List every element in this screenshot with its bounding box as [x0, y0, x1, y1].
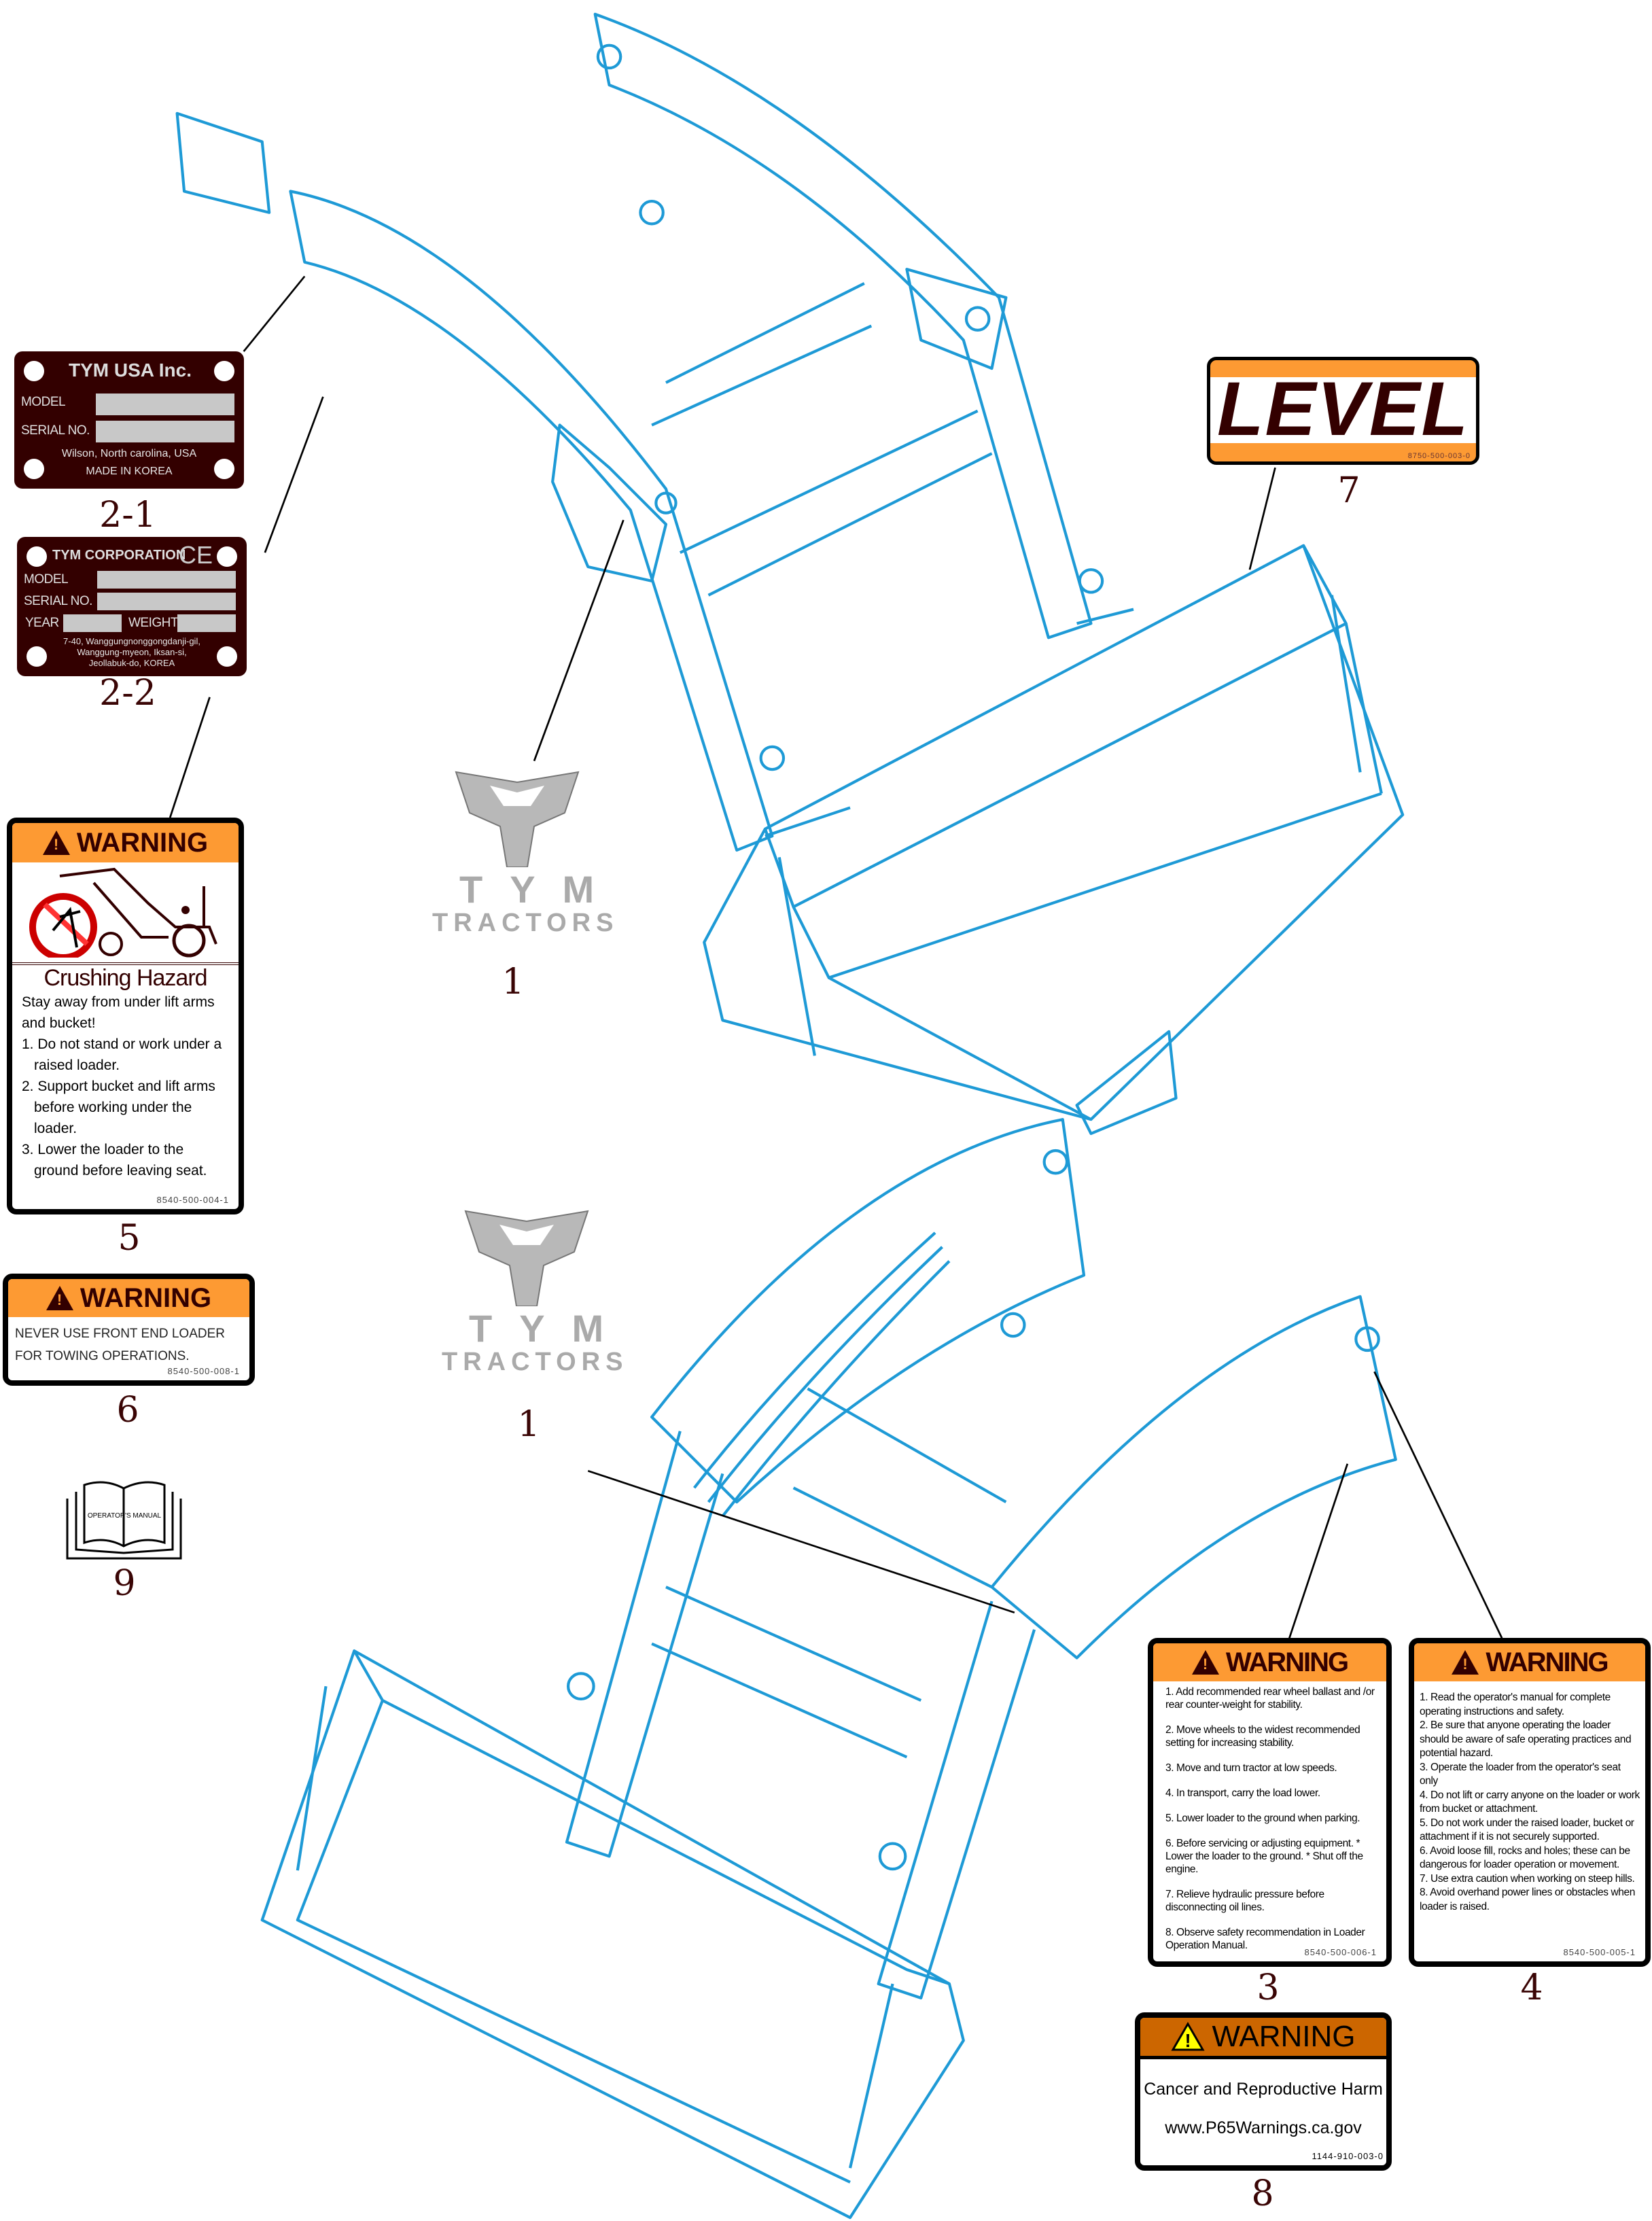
level-decal: LEVEL 8750-500-003-0: [1207, 357, 1479, 465]
warning-header: ! WARNING: [1153, 1643, 1386, 1681]
decal-line: 3. Lower the loader to the ground before…: [22, 1142, 207, 1178]
decal-line: FOR TOWING OPERATIONS.: [15, 1349, 190, 1363]
warning-item: 3. Move and turn tractor at low speeds.: [1165, 1762, 1337, 1774]
warning-triangle-icon: !: [42, 830, 70, 855]
crushing-hazard-pictogram: [29, 867, 217, 961]
warning-item: 6. Before servicing or adjusting equipme…: [1165, 1838, 1363, 1875]
weight-label: WEIGHT: [128, 616, 179, 630]
p65-warning-decal: ! WARNING Cancer and Reproductive Harm w…: [1135, 2012, 1392, 2171]
warning-triangle-icon: !: [46, 1286, 73, 1310]
warning-item: 8. Avoid overhand power lines or obstacl…: [1420, 1887, 1635, 1912]
towing-warning-decal: ! WARNING NEVER USE FRONT END LOADER FOR…: [3, 1274, 255, 1386]
bottom-loader-drawing: [260, 1030, 1397, 2220]
decal-line: 2. Support bucket and lift arms before w…: [22, 1079, 215, 1136]
warning-item: 5. Lower loader to the ground when parki…: [1165, 1813, 1360, 1824]
year-field: [63, 614, 122, 632]
serial-label: SERIAL NO.: [24, 594, 92, 608]
svg-text:!: !: [1185, 2030, 1191, 2051]
decal-line: Stay away from under lift arms and bucke…: [22, 994, 215, 1031]
decal-line: 1. Do not stand or work under a raised l…: [22, 1036, 222, 1073]
callout-2-2: 2-2: [99, 673, 156, 714]
warning-item: 1. Add recommended rear wheel ballast an…: [1165, 1686, 1375, 1711]
serial-plate-tym-usa: TYM USA Inc. MODEL SERIAL NO. Wilson, No…: [14, 351, 244, 489]
warning-item: 2. Move wheels to the widest recommended…: [1165, 1724, 1360, 1749]
callout-7: 7: [1337, 470, 1360, 511]
part-code: 8540-500-005-1: [1563, 1947, 1636, 1957]
warning-header: ! WARNING: [8, 1279, 249, 1317]
warning-item: 6. Avoid loose fill, rocks and holes; th…: [1420, 1844, 1630, 1871]
serial-plate-tym-corporation: TYM CORPORATION CE MODEL SERIAL NO. YEAR…: [17, 537, 247, 676]
level-text: LEVEL: [1217, 366, 1469, 451]
warning-triangle-icon: !: [1452, 1650, 1479, 1675]
operators-manual-icon: OPERATOR'S MANUAL: [64, 1478, 184, 1562]
plate-origin: MADE IN KOREA: [86, 466, 173, 477]
p65-line-1: Cancer and Reproductive Harm: [1144, 2080, 1383, 2099]
callout-6: 6: [116, 1390, 139, 1431]
callout-5: 5: [118, 1218, 141, 1259]
callout-3: 3: [1256, 1968, 1280, 2008]
address-line: 7-40, Wanggungnonggongdanji-gil,: [63, 636, 200, 646]
model-field: [97, 571, 236, 589]
part-code: 8540-500-006-1: [1304, 1947, 1377, 1957]
leader-lines: [169, 275, 1503, 1639]
loader-safety-warning-decal-4: ! WARNING 1. Read the operator's manual …: [1409, 1638, 1651, 1967]
warning-header: ! WARNING: [1414, 1643, 1645, 1681]
address-line: Jeollabuk-do, KOREA: [88, 658, 175, 668]
tym-emblem-icon: [464, 1210, 589, 1307]
warning-item: 4. In transport, carry the load lower.: [1165, 1787, 1320, 1799]
crushing-hazard-decal: ! WARNING Crushing Hazard Stay away from…: [7, 818, 244, 1214]
model-label: MODEL: [21, 395, 66, 409]
warning-item: 7. Relieve hydraulic pressure before dis…: [1165, 1889, 1324, 1913]
callout-2-1: 2-1: [99, 495, 156, 536]
weight-field: [177, 614, 236, 632]
serial-field: [96, 421, 234, 442]
warning-triangle-icon: !: [1171, 2022, 1206, 2051]
year-label: YEAR: [25, 616, 59, 630]
decal-title: Crushing Hazard: [43, 965, 207, 991]
plate-company: TYM CORPORATION: [52, 548, 186, 563]
serial-field: [97, 593, 236, 610]
p65-line-2: www.P65Warnings.ca.gov: [1165, 2118, 1362, 2137]
callout-1: 1: [502, 962, 525, 1002]
tym-logo-bottom: TYM TRACTORS: [442, 1204, 622, 1388]
decal-line: NEVER USE FRONT END LOADER: [15, 1327, 225, 1341]
callout-9: 9: [113, 1563, 136, 1604]
model-field: [96, 394, 234, 415]
callout-4: 4: [1520, 1968, 1543, 2008]
top-loader-drawing: [175, 12, 1405, 1121]
address-line: Wanggung-myeon, Iksan-si,: [77, 647, 187, 657]
callout-1: 1: [517, 1404, 540, 1445]
plate-address: Wilson, North carolina, USA: [61, 448, 197, 459]
warning-header: ! WARNING: [1140, 2018, 1386, 2059]
warning-item: 5. Do not work under the raised loader, …: [1420, 1817, 1634, 1843]
serial-label: SERIAL NO.: [21, 423, 90, 438]
model-label: MODEL: [24, 572, 69, 587]
tym-emblem-icon: [455, 771, 580, 868]
warning-header: ! WARNING: [12, 823, 239, 862]
plate-company: TYM USA Inc.: [69, 360, 192, 381]
warning-item: 1. Read the operator's manual for comple…: [1420, 1692, 1611, 1717]
warning-item: 3. Operate the loader from the operator'…: [1420, 1761, 1621, 1787]
part-code: 8750-500-003-0: [1407, 452, 1471, 460]
warning-item: 8. Observe safety recommendation in Load…: [1165, 1927, 1365, 1951]
ce-mark: CE: [179, 541, 213, 569]
part-code: 8540-500-004-1: [156, 1195, 229, 1205]
callout-8: 8: [1251, 2173, 1274, 2214]
warning-item: 2. Be sure that anyone operating the loa…: [1420, 1719, 1632, 1759]
part-code: 1144-910-003-0: [1312, 2151, 1384, 2161]
warning-item: 7. Use extra caution when working on ste…: [1420, 1872, 1635, 1885]
part-code: 8540-500-008-1: [167, 1366, 240, 1376]
warning-triangle-icon: !: [1191, 1650, 1219, 1675]
loader-safety-warning-decal-3: ! WARNING 1. Add recommended rear wheel …: [1148, 1638, 1392, 1967]
warning-item: 4. Do not lift or carry anyone on the lo…: [1420, 1789, 1640, 1815]
tym-logo-top: TYM TRACTORS: [432, 765, 613, 949]
